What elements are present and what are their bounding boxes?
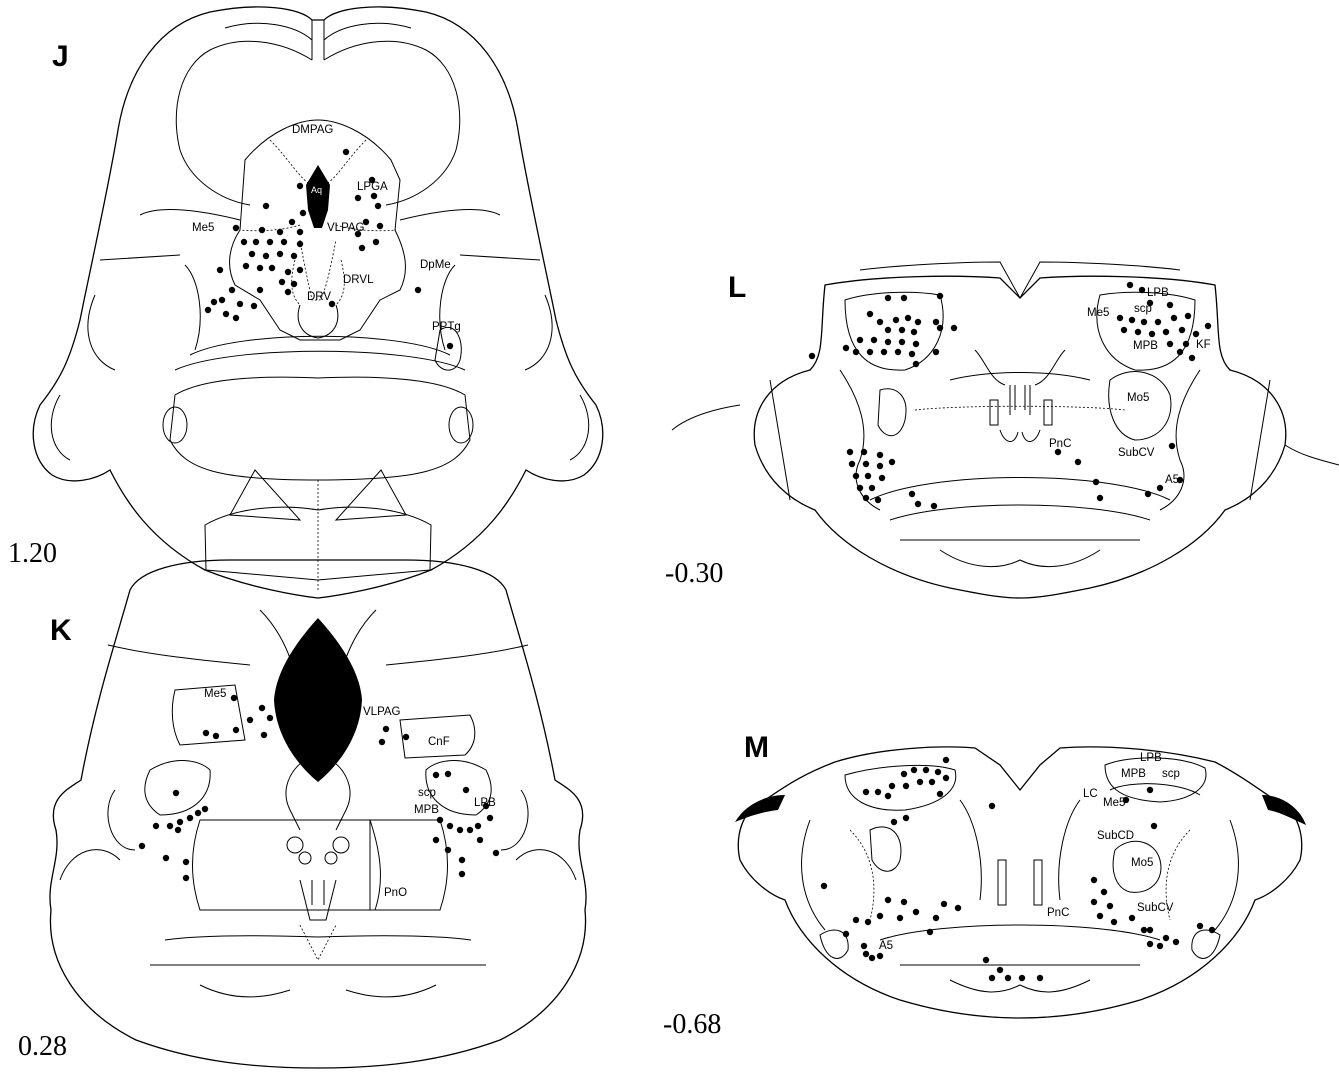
svg-text:Mo5: Mo5 xyxy=(1127,392,1149,404)
svg-text:Aq: Aq xyxy=(311,185,322,195)
panel-l-level: -0.30 xyxy=(665,558,723,589)
svg-text:Me5: Me5 xyxy=(1103,797,1125,809)
svg-text:SubCV: SubCV xyxy=(1137,902,1174,914)
svg-text:A5: A5 xyxy=(879,940,893,952)
svg-text:Mo5: Mo5 xyxy=(1131,857,1153,869)
panel-l-letter: L xyxy=(728,271,746,304)
svg-text:PPTg: PPTg xyxy=(432,321,461,333)
svg-text:Me5: Me5 xyxy=(192,222,214,234)
svg-text:scp: scp xyxy=(1162,768,1180,780)
panel-m-level: -0.68 xyxy=(663,1009,721,1040)
svg-text:Me5: Me5 xyxy=(204,688,226,700)
svg-text:KF: KF xyxy=(1196,339,1211,351)
panel-j-dots xyxy=(205,149,453,349)
svg-text:PnC: PnC xyxy=(1047,907,1069,919)
svg-text:LC: LC xyxy=(1083,788,1098,800)
panel-k-letter: K xyxy=(50,614,72,647)
panel-j: J 1.20 DMPAG xyxy=(8,7,603,598)
panel-m: M -0.68 LPB MPB scp LC Me5 SubCD Mo5 PnC… xyxy=(663,731,1306,1040)
aqueduct-k xyxy=(274,618,362,782)
svg-text:PnC: PnC xyxy=(1049,438,1071,450)
svg-text:LPB: LPB xyxy=(1140,752,1162,764)
svg-text:DRV: DRV xyxy=(307,291,331,303)
svg-text:Me5: Me5 xyxy=(1087,307,1109,319)
panel-m-letter: M xyxy=(744,731,769,764)
svg-text:CnF: CnF xyxy=(428,736,450,748)
panel-j-letter: J xyxy=(52,40,69,73)
svg-text:SubCV: SubCV xyxy=(1118,447,1155,459)
svg-text:DpMe: DpMe xyxy=(420,259,451,271)
svg-text:SubCD: SubCD xyxy=(1097,830,1134,842)
svg-text:DRVL: DRVL xyxy=(343,274,374,286)
panel-k: K 0.28 Me5 VLPAG CnF scp MPB LPB PnO xyxy=(18,560,586,1068)
svg-text:MPB: MPB xyxy=(414,804,439,816)
panel-l: L -0.30 LPB scp Me5 MPB KF Mo5 PnC SubCV… xyxy=(665,262,1339,598)
svg-text:PnO: PnO xyxy=(384,887,407,899)
svg-text:VLPAG: VLPAG xyxy=(363,706,401,718)
svg-text:LPB: LPB xyxy=(1147,287,1169,299)
svg-text:MPB: MPB xyxy=(1121,768,1146,780)
svg-text:scp: scp xyxy=(418,787,436,799)
panel-k-level: 0.28 xyxy=(18,1031,67,1062)
panel-j-level: 1.20 xyxy=(8,538,57,569)
svg-text:MPB: MPB xyxy=(1133,340,1158,352)
aqueduct-j xyxy=(306,165,330,228)
svg-text:DMPAG: DMPAG xyxy=(292,124,333,136)
